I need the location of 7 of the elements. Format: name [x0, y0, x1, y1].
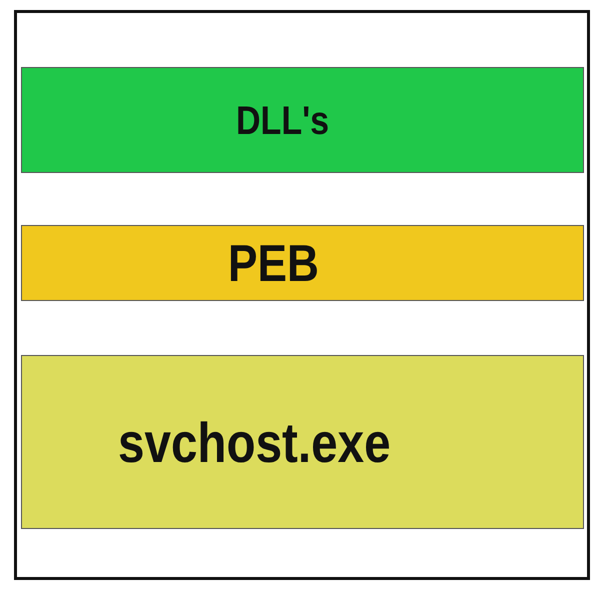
- memory-outline-box: [14, 10, 590, 580]
- region-label: svchost.exe: [118, 415, 391, 471]
- memory-region-band: [21, 225, 584, 301]
- memory-region-band: [21, 67, 584, 173]
- region-label: PEB: [228, 238, 319, 290]
- memory-region-band: [21, 355, 584, 529]
- region-label: DLL's: [236, 101, 330, 141]
